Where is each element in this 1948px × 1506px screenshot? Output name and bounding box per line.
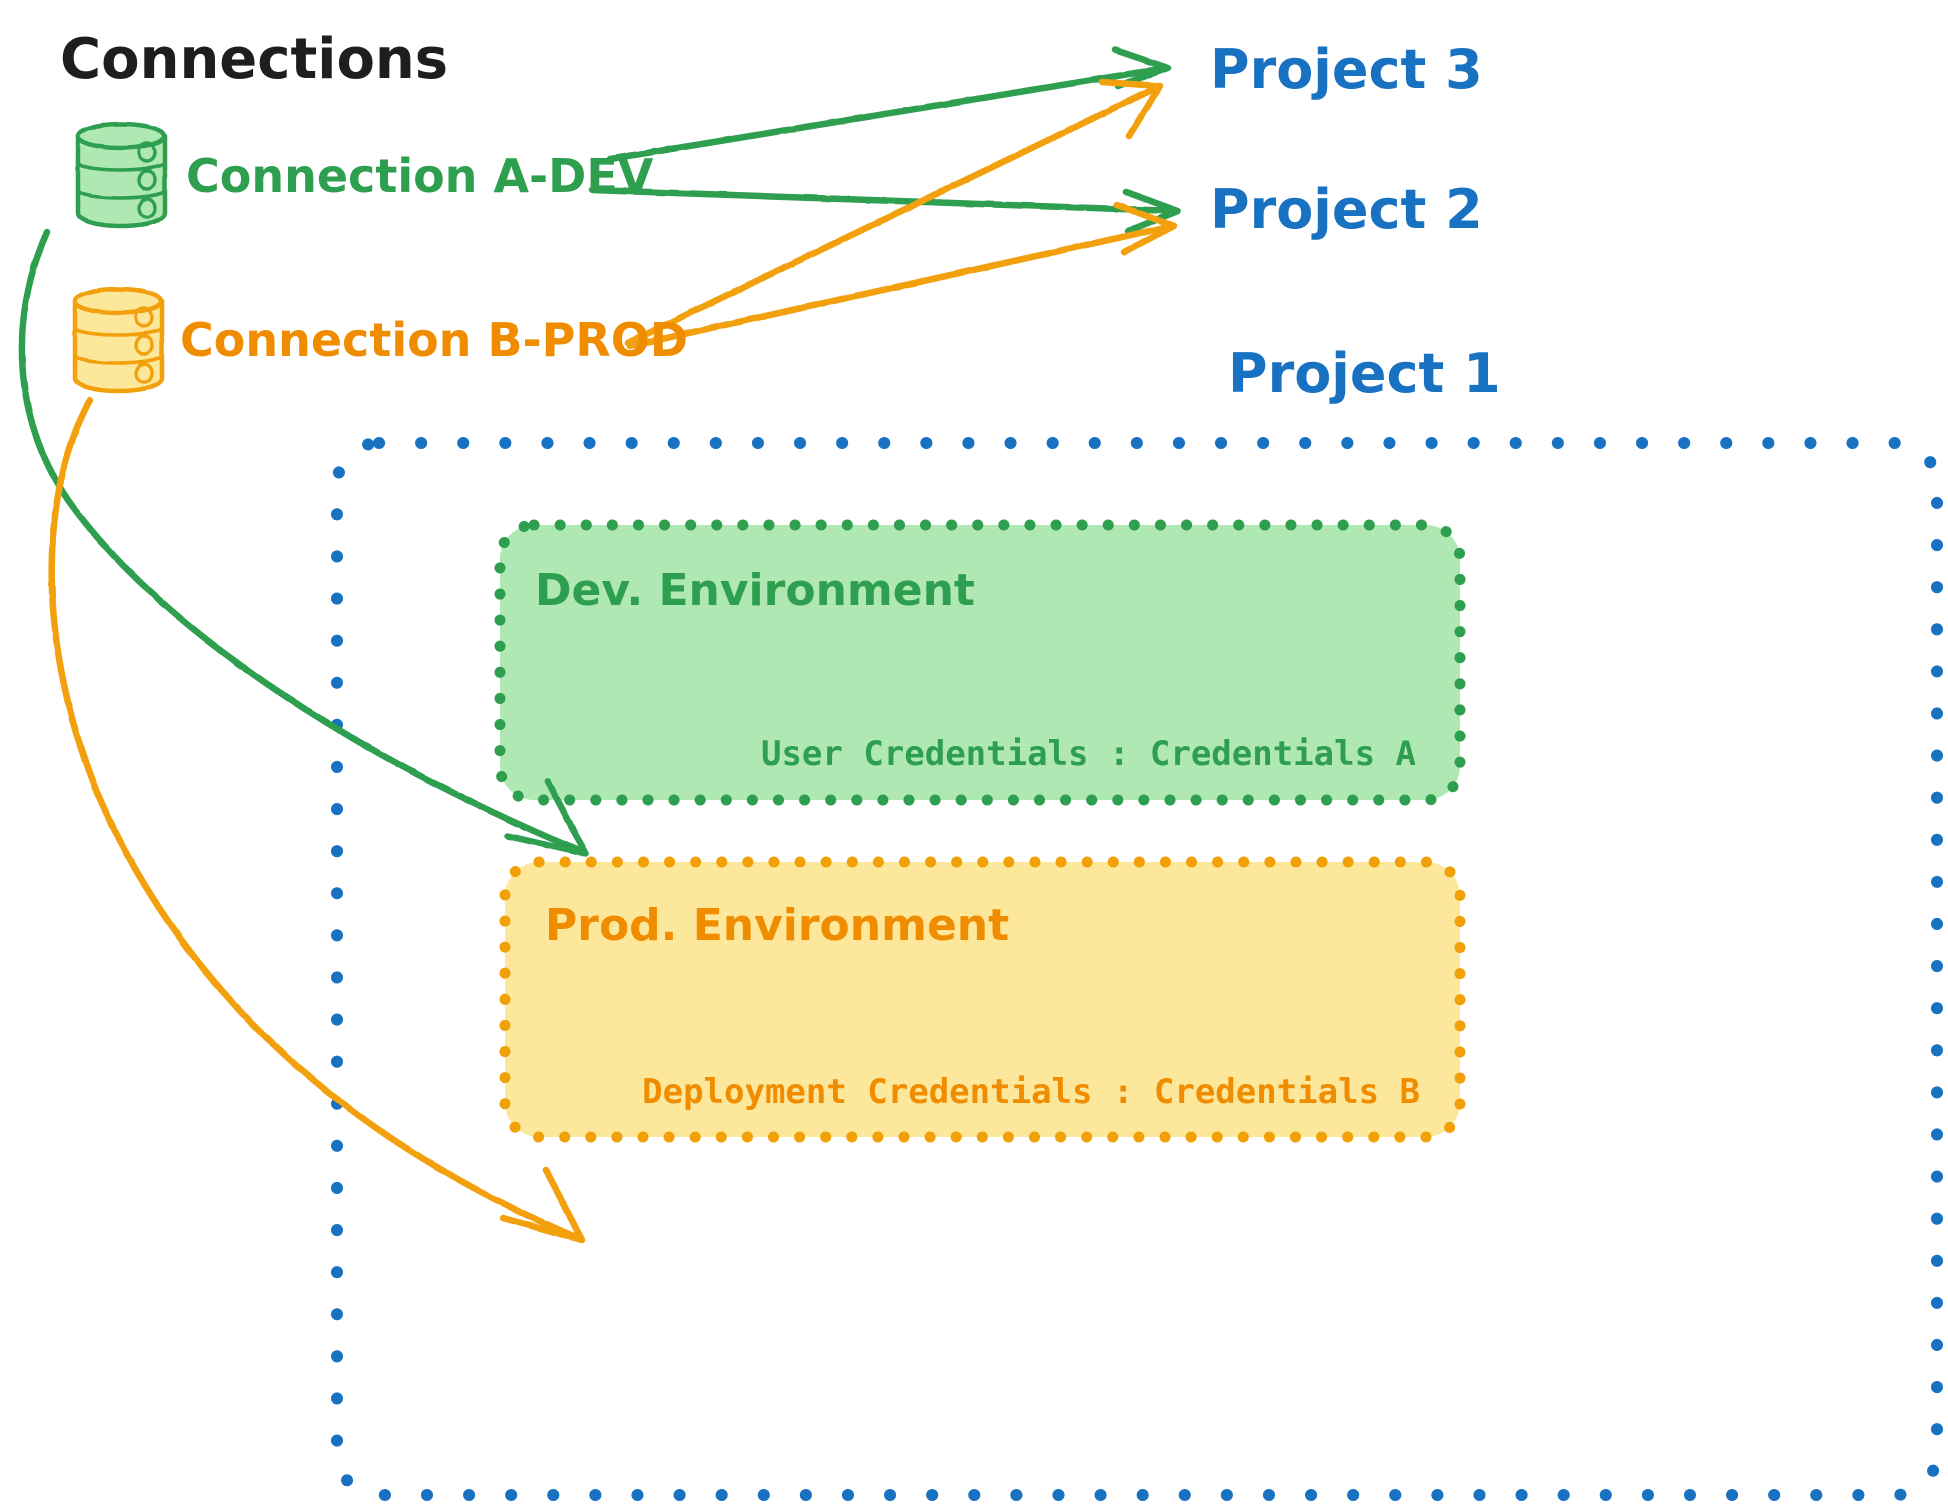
dev-environment-border — [494, 519, 1466, 806]
project-2-label[interactable]: Project 2 — [1210, 178, 1483, 241]
page-title: Connections — [60, 27, 448, 92]
db-led-1 — [134, 306, 154, 328]
arrow-head — [1122, 188, 1182, 235]
arrow-curve — [18, 228, 587, 856]
arrow-head — [504, 778, 590, 858]
db-led-2 — [134, 334, 154, 356]
prod-environment-fill — [505, 862, 1460, 1137]
prod-environment-credentials: Deployment Credentials : Credentials B — [642, 1072, 1420, 1112]
db-led-2 — [137, 169, 157, 191]
arrow-head — [1113, 201, 1178, 256]
arrow-icon — [624, 78, 1164, 347]
prod-environment-box[interactable] — [499, 856, 1466, 1143]
connection-a-dev-label[interactable]: Connection A-DEV — [186, 149, 654, 203]
arrow-head — [1111, 46, 1172, 90]
arrow-line — [606, 64, 1170, 163]
arrow-line — [588, 186, 1180, 215]
dev-environment-title: Dev. Environment — [535, 565, 975, 616]
dev-environment-box[interactable] — [494, 519, 1466, 806]
db-led-3 — [134, 362, 154, 384]
arrow-icon — [18, 228, 590, 858]
project-1-container — [331, 437, 1943, 1501]
arrow-icon — [48, 396, 586, 1244]
arrow-line — [624, 83, 1162, 347]
arrow-curve — [48, 396, 582, 1242]
arrow-line — [626, 222, 1176, 350]
connection-b-prod-label[interactable]: Connection B-PROD — [180, 313, 688, 367]
arrow-head — [499, 1166, 586, 1244]
db-divider-2 — [76, 190, 167, 200]
db-led-1 — [137, 141, 157, 163]
arrow-icon — [606, 46, 1172, 163]
db-led-3 — [137, 197, 157, 219]
database-icon[interactable] — [75, 121, 168, 229]
project-3-label[interactable]: Project 3 — [1210, 38, 1483, 101]
database-icon[interactable] — [72, 286, 165, 394]
prod-environment-border — [499, 856, 1466, 1143]
dev-environment-fill — [500, 525, 1460, 800]
dev-environment-credentials: User Credentials : Credentials A — [761, 734, 1416, 774]
arrow-icon — [626, 201, 1178, 350]
db-top — [72, 286, 164, 316]
arrow-icon — [588, 186, 1182, 235]
arrow-head — [1098, 78, 1164, 140]
project-1-label[interactable]: Project 1 — [1228, 342, 1501, 405]
project-1-container-border — [331, 437, 1943, 1501]
prod-environment-title: Prod. Environment — [545, 900, 1009, 951]
db-top — [75, 121, 167, 151]
db-divider-1 — [73, 327, 164, 337]
db-divider-2 — [73, 355, 164, 365]
db-divider-1 — [76, 162, 167, 172]
